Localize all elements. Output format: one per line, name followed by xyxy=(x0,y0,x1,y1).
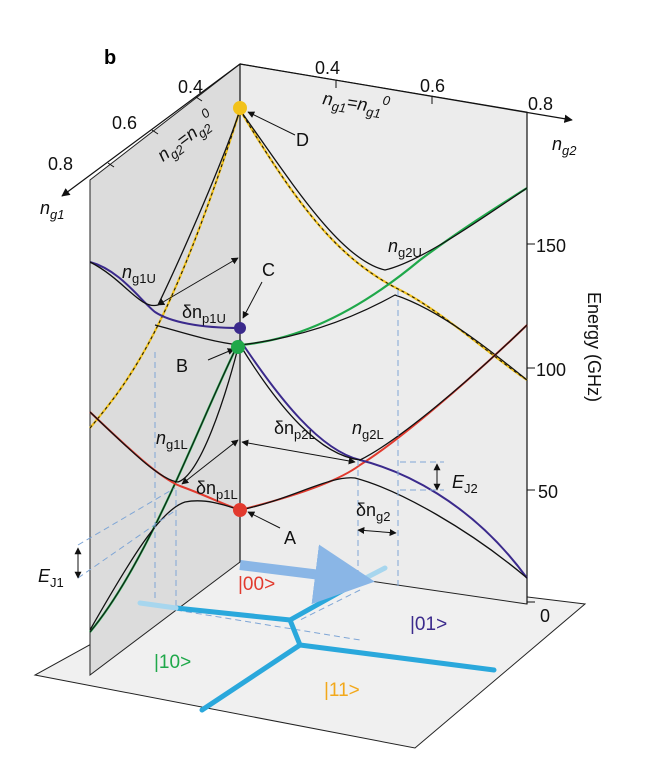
label-dng2: δng2 xyxy=(356,500,391,524)
left-axis-line xyxy=(61,63,241,197)
label-ng2L: ng2L xyxy=(352,418,384,442)
label-dnp1L: δnp1L xyxy=(196,478,238,502)
point-C-marker xyxy=(234,322,246,334)
state-11: |11> xyxy=(324,680,360,701)
label-dnp1U: δnp1U xyxy=(182,302,226,326)
point-C-label: C xyxy=(262,260,275,280)
right-tick-08: 0.8 xyxy=(528,94,553,114)
point-D-label: D xyxy=(296,130,309,150)
state-00: |00> xyxy=(238,574,275,595)
floor-arrow xyxy=(239,544,375,605)
energy-tick-150: 150 xyxy=(536,236,566,256)
tick-left-06 xyxy=(151,129,159,135)
right-tick-06: 0.6 xyxy=(420,76,445,96)
point-B-marker xyxy=(231,340,245,354)
right-axis-line xyxy=(239,63,573,123)
annotation-arrows xyxy=(74,111,441,579)
tick-left-08 xyxy=(107,162,115,168)
energy-tick-0: 0 xyxy=(540,606,550,626)
right-wall-curves xyxy=(239,109,528,579)
energy-axis-title: Energy (GHz) xyxy=(584,292,604,402)
label-ng2U: ng2U xyxy=(388,236,422,260)
label-EJ1: EJ1 xyxy=(38,566,64,590)
point-B-label: B xyxy=(176,356,188,376)
right-plane-label: ng1=ng10 xyxy=(321,83,392,122)
state-10: |10> xyxy=(154,652,191,673)
label-ng1L: ng1L xyxy=(156,428,188,452)
energy-tick-100: 100 xyxy=(536,360,566,380)
left-tick-08: 0.8 xyxy=(48,154,73,174)
state-01: |01> xyxy=(410,614,447,635)
panel-label: b xyxy=(104,47,116,69)
left-tick-04: 0.4 xyxy=(178,77,203,97)
tick-left-04 xyxy=(195,96,203,102)
label-dnp2L: δnp2L xyxy=(274,418,316,442)
right-tick-04: 0.4 xyxy=(315,58,340,78)
label-EJ2: EJ2 xyxy=(452,472,478,496)
left-axis-name: ng1 xyxy=(40,198,64,222)
point-A-marker xyxy=(233,503,247,517)
point-A-label: A xyxy=(284,528,296,548)
right-axis-name: ng2 xyxy=(552,134,577,158)
point-D-marker xyxy=(233,101,247,115)
energy-tick-50: 50 xyxy=(538,482,558,502)
label-ng1U: ng1U xyxy=(122,262,156,286)
left-tick-06: 0.6 xyxy=(112,113,137,133)
